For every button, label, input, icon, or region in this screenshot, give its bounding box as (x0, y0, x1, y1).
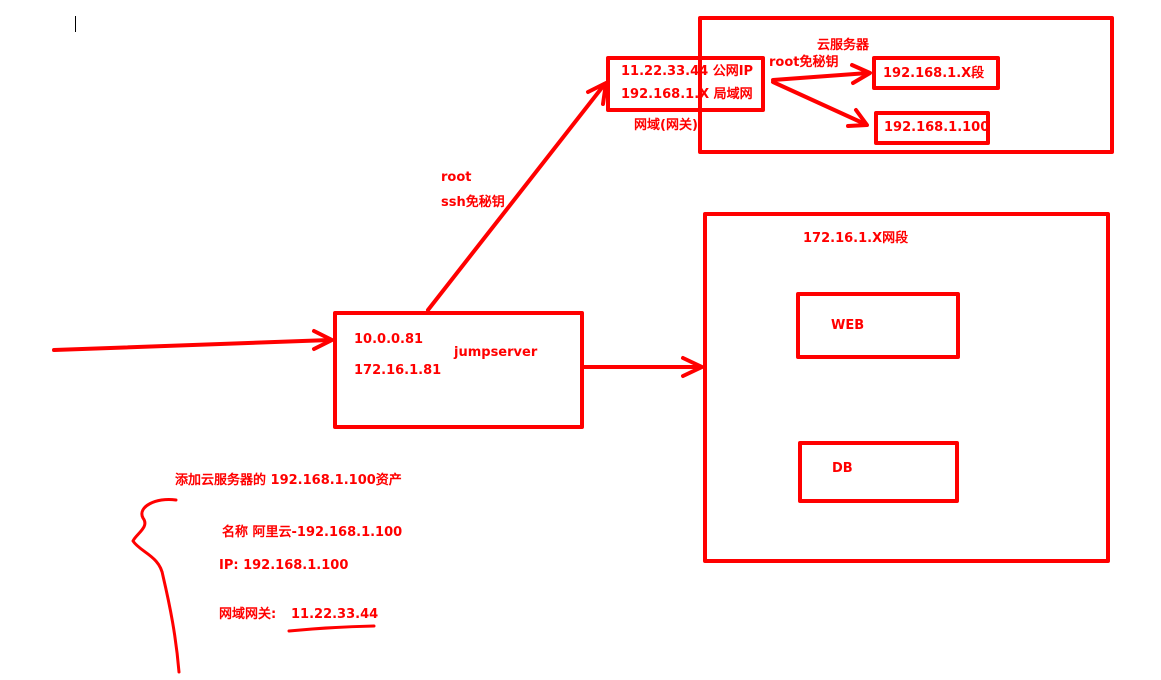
jump-to-lan-arrow-head (681, 356, 704, 378)
web-server-label: WEB (831, 318, 865, 333)
lan-region-box (703, 212, 1110, 563)
jump-to-gateway-arrow-head (586, 81, 608, 106)
gateway-to-host-arrow-head (846, 108, 869, 128)
gateway-to-hosts-label: root免秘钥 (769, 55, 839, 70)
gateway-to-host-arrow (771, 80, 867, 126)
notes-ip-line: IP: 192.168.1.100 (219, 558, 349, 573)
text-cursor (75, 16, 76, 32)
notes-brace (131, 497, 181, 674)
notes-name-line: 名称 阿里云-192.168.1.100 (222, 525, 403, 540)
gateway-value-underline (287, 624, 376, 633)
gateway-public-ip: 11.22.33.44 公网IP (621, 64, 754, 79)
notes-gateway-label: 网域网关: (219, 607, 277, 622)
jumpserver-box (333, 311, 584, 429)
jumpserver-ip-internal: 172.16.1.81 (354, 363, 442, 378)
incoming-arrow (52, 338, 332, 352)
jumpserver-ip-external: 10.0.0.81 (354, 332, 424, 347)
cloud-region-title: 云服务器 (817, 38, 870, 53)
db-server-label: DB (832, 461, 853, 476)
notes-heading: 添加云服务器的 192.168.1.100资产 (175, 473, 402, 488)
gateway-to-subnet-arrow-head (850, 63, 872, 85)
gateway-caption: 网域(网关) (634, 118, 698, 133)
lan-region-title: 172.16.1.X网段 (803, 231, 909, 246)
cloud-subnet-label: 192.168.1.X段 (883, 66, 985, 81)
cloud-host-label: 192.168.1.100 (884, 120, 990, 135)
jump-link-user: root (441, 170, 472, 185)
web-server-box (796, 292, 960, 359)
db-server-box (798, 441, 959, 503)
cloud-subnet-box (872, 56, 1000, 90)
cloud-region-box (698, 16, 1114, 154)
cloud-host-box (874, 111, 990, 145)
jumpserver-name: jumpserver (454, 345, 538, 360)
gateway-to-subnet-arrow (771, 71, 870, 82)
gateway-lan-ip: 192.168.1.X 局域网 (621, 87, 753, 102)
incoming-arrow-head (312, 329, 334, 351)
jump-to-gateway-arrow (426, 83, 606, 312)
gateway-box (606, 56, 765, 112)
notes-gateway-value: 11.22.33.44 (291, 607, 379, 622)
jump-link-method: ssh免秘钥 (441, 195, 505, 210)
